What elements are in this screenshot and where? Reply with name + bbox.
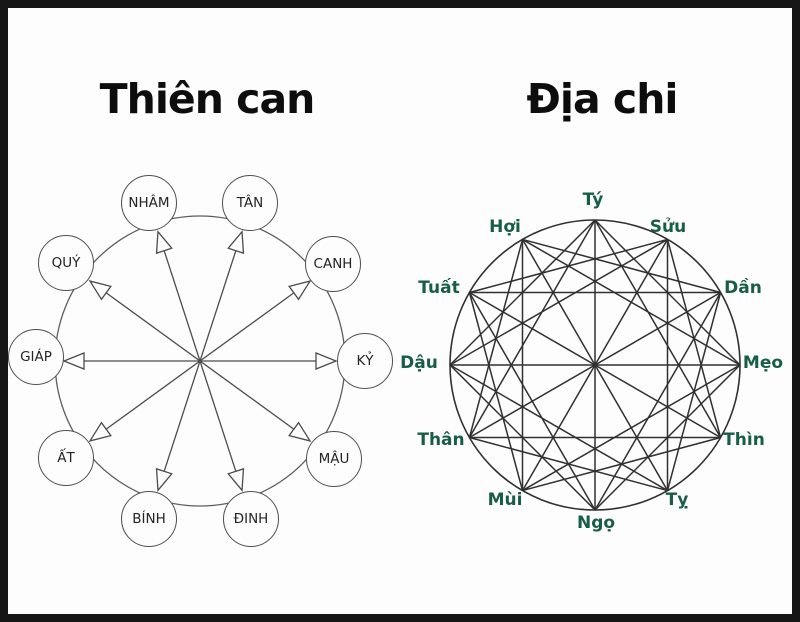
chord-line	[469, 238, 668, 294]
branch-label-hoi: Hợi	[489, 217, 521, 237]
chord-line	[449, 364, 668, 492]
chord-line	[594, 292, 722, 511]
stem-node-nham: NHÂM	[121, 175, 177, 231]
chord-line	[449, 219, 596, 366]
stem-label: ẤT	[57, 450, 75, 466]
stem-label: TÂN	[236, 195, 264, 211]
arrowhead-icon	[227, 467, 245, 493]
stem-label: NHÂM	[128, 195, 170, 211]
chord-line	[666, 239, 722, 438]
branch-label-dau: Dậu	[400, 353, 438, 373]
stem-label: KỶ	[356, 353, 374, 369]
branch-label-meo: Mẹo	[742, 353, 784, 373]
stem-label: MẬU	[318, 451, 350, 467]
arrowhead-icon	[315, 352, 338, 370]
branch-label-ty: Tý	[582, 190, 604, 210]
stem-node-dinh: ĐINH	[223, 491, 279, 547]
chord-line	[594, 219, 741, 366]
arrowhead-icon	[155, 467, 173, 493]
stem-label: BÍNH	[132, 511, 166, 527]
branch-label-suu: Sửu	[649, 217, 687, 237]
chord-line	[468, 219, 596, 438]
branch-label-mui: Mùi	[487, 490, 523, 510]
stem-node-at: ẤT	[38, 430, 94, 486]
arrowhead-icon	[288, 280, 312, 301]
chord-line	[666, 292, 722, 491]
chord-line	[468, 239, 524, 438]
arrow-line	[104, 291, 296, 431]
stem-node-giap: GIÁP	[8, 329, 64, 385]
stem-node-quy: QUÝ	[38, 235, 94, 291]
branch-label-dan: Dần	[724, 278, 762, 298]
stem-node-ky: KỶ	[337, 333, 393, 389]
arrowhead-icon	[288, 421, 312, 442]
chord-line	[522, 238, 741, 366]
arrowhead-icon	[88, 280, 112, 301]
stem-label: CANH	[313, 256, 353, 272]
branch-label-tyj: Tỵ	[665, 490, 689, 510]
chord-line	[522, 364, 741, 492]
arrowhead-icon	[62, 352, 85, 370]
left-panel-title: Thiên can	[99, 75, 316, 123]
chord-line	[468, 292, 596, 511]
stem-node-binh: BÍNH	[121, 491, 177, 547]
arrowhead-icon	[155, 229, 173, 255]
chord-line	[594, 364, 741, 511]
chord-line	[521, 239, 669, 491]
branch-label-tuat: Tuất	[418, 278, 460, 298]
arrowhead-icon	[227, 229, 245, 255]
stem-node-mau: MẬU	[306, 431, 362, 487]
chord-line	[522, 238, 721, 294]
branch-label-than: Thân	[417, 430, 465, 450]
chord-line	[449, 364, 596, 511]
chord-line	[594, 219, 722, 438]
stem-label: QUÝ	[51, 255, 81, 271]
branch-label-thin: Thìn	[723, 430, 765, 450]
chord-line	[449, 238, 668, 366]
chord-line	[468, 292, 524, 491]
stem-label: GIÁP	[20, 349, 52, 365]
chord-line	[522, 436, 721, 492]
branch-label-ngo: Ngọ	[576, 513, 616, 533]
arrowhead-icon	[88, 421, 112, 442]
stem-label: ĐINH	[233, 511, 269, 527]
stem-node-canh: CANH	[305, 236, 361, 292]
right-panel-title: Địa chi	[526, 75, 679, 123]
chord-line	[469, 436, 668, 492]
stem-node-tan: TÂN	[222, 175, 278, 231]
